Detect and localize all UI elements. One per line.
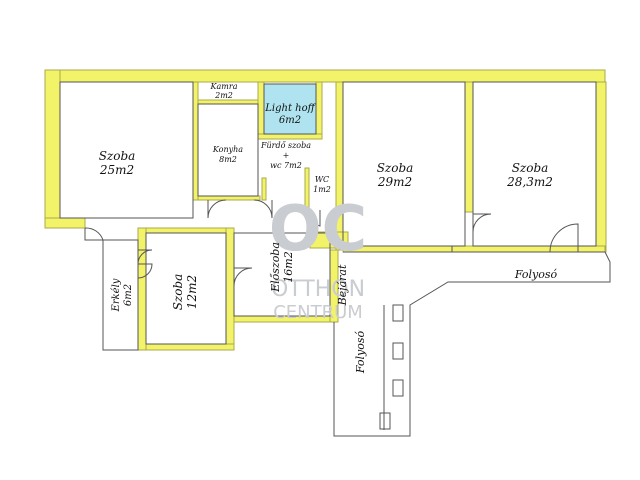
szoba3-name: Szoba <box>512 161 549 175</box>
kamra-name: Kamra <box>210 82 238 91</box>
watermark-logo: OC <box>269 192 367 265</box>
wc-name: WC <box>315 175 329 184</box>
konyha-area: 8m2 <box>219 155 237 164</box>
szoba2-area: 29m2 <box>377 175 412 189</box>
corridor-outline <box>333 245 611 437</box>
light-hoff-name: Light hoff <box>264 103 316 114</box>
bejarat-name: Bejárat <box>336 264 349 306</box>
erkely-area: 6m2 <box>123 284 134 306</box>
folyoso2-name: Folyosó <box>354 330 367 374</box>
otthon-centrum-watermark: OC OTTHON CENTRUM <box>269 192 367 323</box>
furdo-plus: + <box>283 151 290 160</box>
furdo-name: Fürdő szoba <box>260 141 311 150</box>
balcony-railing <box>84 227 104 241</box>
szoba1-name: Szoba <box>99 149 136 163</box>
room-outlines <box>59 81 597 351</box>
szoba4-area: 12m2 <box>185 275 199 309</box>
furdo-wc: wc 7m2 <box>270 161 302 170</box>
erkely-name: Erkély <box>111 278 122 312</box>
szoba1-area: 25m2 <box>99 163 134 177</box>
watermark-line1: OTTHON <box>271 277 365 302</box>
wc-area: 1m2 <box>313 185 331 194</box>
eloszoba-area: 16m2 <box>282 251 295 282</box>
szoba3-area: 28,3m2 <box>506 175 553 189</box>
eloszoba-name: Előszoba <box>269 242 282 293</box>
konyha-name: Konyha <box>212 145 243 154</box>
folyoso1-name: Folyosó <box>514 268 558 281</box>
szoba2-name: Szoba <box>377 161 414 175</box>
light-hoff-area <box>263 83 317 135</box>
watermark-line2: CENTRUM <box>273 302 363 323</box>
kamra-area: 2m2 <box>214 91 233 100</box>
szoba4-name: Szoba <box>171 274 185 311</box>
light-hoff-area-label: 6m2 <box>279 115 301 126</box>
room-labels: Szoba 25m2 Kamra 2m2 Light hoff 6m2 Kony… <box>99 82 558 374</box>
doors <box>137 199 579 287</box>
